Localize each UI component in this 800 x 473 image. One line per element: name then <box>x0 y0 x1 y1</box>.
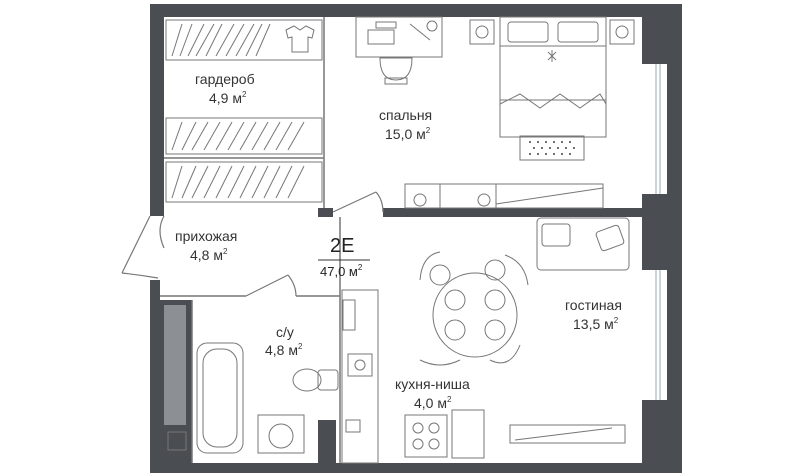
room-area-bathroom: 4,8 м2 <box>265 342 303 358</box>
dresser <box>404 183 604 209</box>
bathroom-furniture <box>167 342 339 454</box>
nightstand-right <box>609 19 635 45</box>
wardrobe-racks <box>165 19 323 203</box>
chair <box>444 319 466 341</box>
walls <box>150 4 682 473</box>
desk <box>355 16 443 58</box>
apartment-code: 2E <box>330 235 354 257</box>
shirt-icon <box>285 25 315 53</box>
kitchen-counter <box>341 289 379 464</box>
room-area-hallway: 4,8 м2 <box>190 247 228 263</box>
apartment-badge: 2E 47,0 м2 <box>318 235 370 279</box>
sink-cabinet <box>257 414 305 454</box>
room-area-wardrobe: 4,9 м2 <box>209 90 247 106</box>
desk-chair <box>379 57 413 81</box>
chair <box>429 264 451 286</box>
kitchen-furniture <box>341 289 485 464</box>
toilet-bowl <box>292 368 322 392</box>
room-area-kitchen: 4,0 м2 <box>414 395 452 411</box>
laptop <box>367 29 395 45</box>
wall-top <box>150 4 642 17</box>
washbasin <box>268 423 294 449</box>
wall-top-right <box>642 4 667 64</box>
room-name-kitchen: кухня-ниша <box>395 376 470 392</box>
door-bathroom <box>245 274 297 297</box>
kitchen-sink <box>347 353 373 377</box>
room-name-bedroom: спальня <box>379 107 432 123</box>
apartment-area: 47,0 м2 <box>320 263 363 279</box>
wall-bottom-right <box>642 400 682 473</box>
bed <box>499 16 607 138</box>
wall-hall-stub <box>318 208 333 217</box>
room-area-bedroom: 15,0 м2 <box>385 126 431 142</box>
wall-left-upper <box>150 4 164 216</box>
wall-left-lower <box>150 280 160 470</box>
dining-table <box>432 272 518 358</box>
rug <box>519 135 585 161</box>
bedroom-furniture <box>355 16 635 209</box>
wall-bedroom-living <box>383 208 642 217</box>
hanger-lines-top <box>171 23 271 57</box>
door-wardrobe <box>159 215 165 249</box>
wall-right-lower <box>667 285 682 405</box>
sofa <box>536 217 630 271</box>
tv-stand <box>509 424 626 444</box>
room-area-living: 13,5 м2 <box>573 316 619 332</box>
chair <box>484 289 506 311</box>
wall-bottom <box>150 463 682 473</box>
partitions <box>160 17 661 463</box>
chair <box>484 259 506 281</box>
nightstand-left <box>469 19 495 45</box>
room-name-wardrobe: гардероб <box>195 71 255 87</box>
wall-right-slant <box>667 4 682 285</box>
bathtub <box>196 342 244 454</box>
wall-right-column <box>642 194 667 270</box>
chair <box>484 319 506 341</box>
living-furniture <box>419 217 630 444</box>
hanger-lines-mid <box>171 121 305 151</box>
rug-dots <box>529 141 575 155</box>
room-name-hallway: прихожая <box>175 228 237 244</box>
chair <box>444 289 466 311</box>
room-name-bathroom: с/у <box>276 324 294 340</box>
pillow-star-icon <box>547 50 557 62</box>
wall-bath-right-stub <box>318 420 336 463</box>
hanger-lines-bottom <box>171 165 305 199</box>
door-entrance <box>121 215 159 279</box>
fridge <box>451 409 485 459</box>
room-labels: гардероб 4,9 м2 спальня 15,0 м2 прихожая… <box>175 71 622 411</box>
toilet-tank <box>317 369 339 391</box>
door-bedroom <box>332 191 384 213</box>
lamp <box>426 20 438 32</box>
doors <box>121 191 384 297</box>
cooktop <box>404 414 448 458</box>
room-name-living: гостиная <box>565 297 622 313</box>
wall-bath-fill <box>164 305 186 425</box>
